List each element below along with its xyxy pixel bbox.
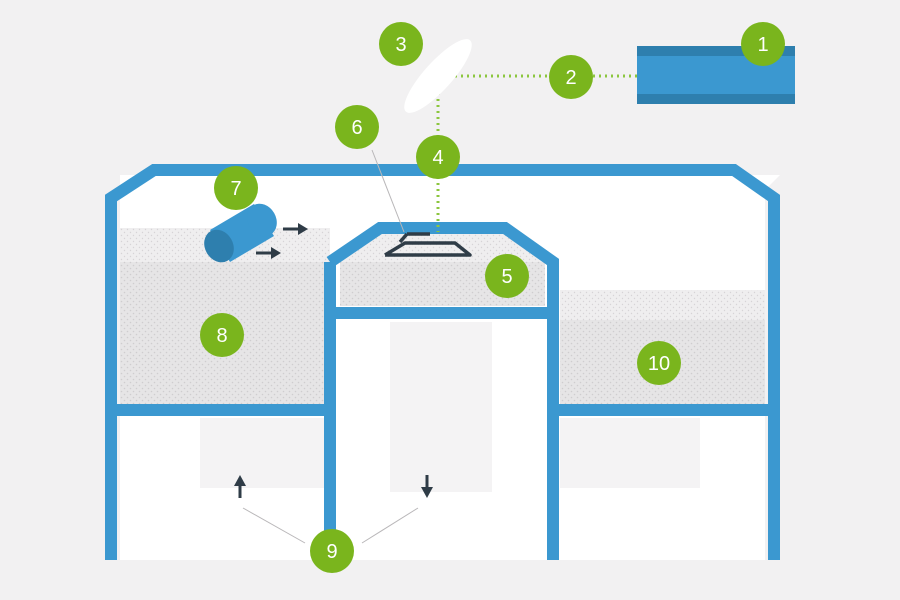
scanning-mirror: [404, 39, 472, 113]
marker-7: 7: [214, 166, 258, 210]
svg-text:7: 7: [230, 178, 241, 200]
printed-part: [384, 232, 472, 257]
svg-text:1: 1: [757, 34, 768, 56]
marker-4: 4: [416, 135, 460, 179]
svg-text:6: 6: [351, 117, 362, 139]
arrow-down-icon: [421, 475, 433, 498]
marker-1: 1: [741, 22, 785, 66]
marker-2: 2: [549, 55, 593, 99]
marker-3: 3: [379, 22, 423, 66]
marker-10: 10: [637, 341, 681, 385]
powder-overflow-bed: [560, 290, 765, 404]
marker-8: 8: [200, 313, 244, 357]
powder-feed-bed: [120, 228, 330, 404]
svg-text:4: 4: [432, 147, 443, 169]
marker-9: 9: [310, 529, 354, 573]
arrow-right-icon: [283, 223, 308, 235]
svg-text:5: 5: [501, 266, 512, 288]
svg-text:8: 8: [216, 325, 227, 347]
leader-lines: [242, 149, 419, 544]
marker-5: 5: [485, 254, 529, 298]
svg-text:10: 10: [648, 353, 670, 375]
roller-cylinder-icon: [204, 203, 277, 263]
svg-text:2: 2: [565, 67, 576, 89]
svg-text:3: 3: [395, 34, 406, 56]
svg-text:9: 9: [326, 541, 337, 563]
arrow-up-icon: [234, 475, 246, 498]
marker-6: 6: [335, 105, 379, 149]
arrow-right-icon: [256, 247, 281, 259]
